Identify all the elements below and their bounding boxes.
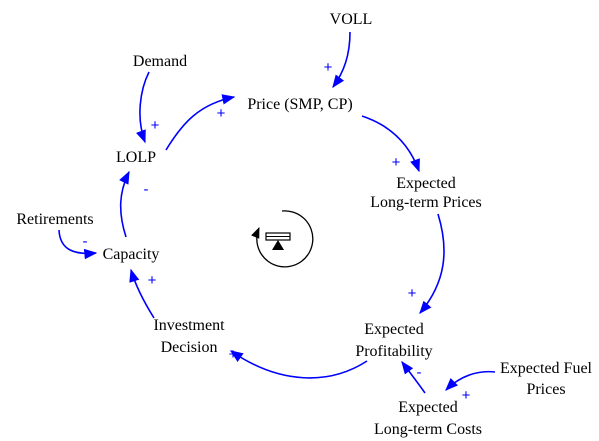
polarity-lolp-to-price: + [217,105,226,122]
node-expected-long-term-prices-line2: Long-term Prices [370,194,482,211]
node-retirements: Retirements [16,211,93,228]
link-retirements-to-capacity [58,229,98,260]
node-voll: VOLL [330,11,373,28]
link-lolp-to-price [165,94,236,151]
link-voll-to-price [332,31,351,89]
node-expected-long-term-prices-line1: Expected [396,175,456,192]
balancing-loop-icon [251,210,314,268]
node-investment-decision-line2: Decision [161,339,218,356]
polarity-fuel-to-costs: + [462,387,471,404]
polarity-price-to-expected-prices: + [392,154,401,171]
link-fuel-to-costs [445,370,496,391]
polarity-retirements-to-capacity: - [83,233,88,250]
node-expected-fuel-prices-line2: Prices [526,381,565,398]
link-costs-to-profitability [401,360,426,394]
node-lolp: LOLP [116,149,156,166]
link-investment-to-capacity [129,268,155,319]
node-expected-fuel-prices-line1: Expected Fuel [500,360,593,377]
polarity-profitability-to-investment: + [229,346,238,363]
link-price-to-expected-prices [361,115,420,173]
node-demand: Demand [133,53,187,70]
polarity-capacity-to-lolp: - [144,181,149,198]
polarity-costs-to-profitability: - [417,364,422,381]
node-expected-long-term-costs-line1: Expected [398,399,458,416]
polarity-expected-prices-to-profitability: + [408,285,417,302]
node-price: Price (SMP, CP) [247,96,352,113]
link-profitability-to-investment [229,350,368,379]
link-expected-prices-to-profitability [419,213,445,314]
polarity-investment-to-capacity: + [148,272,157,289]
node-investment-decision-line1: Investment [153,317,225,334]
link-demand-to-lolp [136,71,150,144]
node-expected-long-term-costs-line2: Long-term Costs [374,421,482,438]
node-expected-profitability-line2: Profitability [355,343,432,360]
link-capacity-to-lolp [119,170,130,238]
polarity-voll-to-price: + [324,59,333,76]
polarity-demand-to-lolp: + [151,117,160,134]
node-capacity: Capacity [103,246,160,263]
node-expected-profitability-line1: Expected [364,321,424,338]
